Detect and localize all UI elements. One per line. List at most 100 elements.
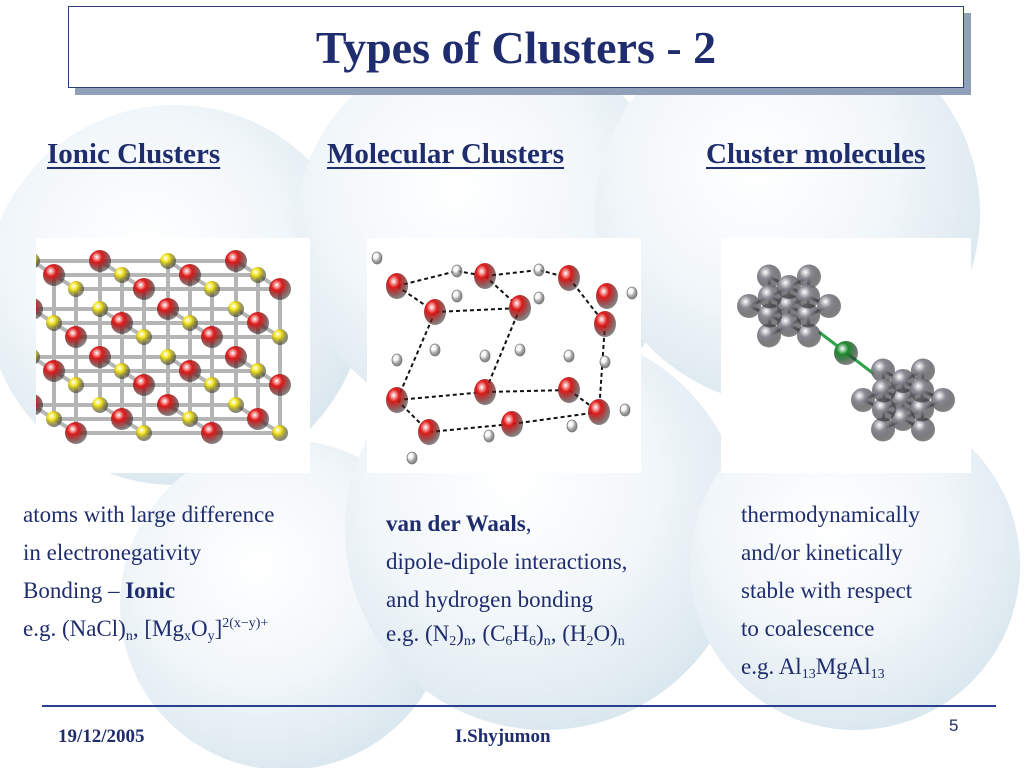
ionic-example-line: e.g. (NaCl)n, [MgxOy]2(x−y)+ — [23, 610, 274, 648]
sodium-atom — [46, 411, 62, 427]
sodium-atom — [204, 281, 220, 297]
eg-text: , (H — [550, 621, 587, 646]
hydrogen-atom — [599, 355, 611, 369]
chloride-atom — [157, 394, 179, 416]
ionic-line-1: atoms with large difference — [23, 502, 275, 527]
hydrogen-atom — [429, 343, 441, 357]
molecular-example-line: e.g. (N2)n, (C6H6)n, (H2O)n — [386, 615, 627, 653]
aluminium-atom — [777, 275, 801, 299]
hydrogen-bond — [511, 411, 600, 425]
aluminium-atom — [891, 407, 915, 431]
ionic-bonding-line: Bonding – Ionic — [23, 572, 274, 610]
sodium-atom — [68, 281, 84, 297]
hydrogen-bond — [396, 311, 436, 401]
al13mgal13-image — [721, 238, 971, 473]
bonding-type: Ionic — [125, 578, 176, 603]
hydrogen-atom — [391, 353, 403, 367]
chloride-atom — [225, 346, 247, 368]
hydrogen-atom — [533, 263, 545, 277]
ionic-line-2: in electronegativity — [23, 540, 202, 565]
hydrogen-atom — [451, 264, 463, 278]
sodium-atom — [114, 267, 130, 283]
chloride-atom — [89, 250, 111, 272]
oxygen-atom — [558, 377, 580, 403]
hydrogen-atom — [626, 286, 638, 300]
eg-superscript: 2(x−y)+ — [222, 616, 269, 631]
hydrogen-bond — [598, 323, 606, 413]
sodium-atom — [250, 363, 266, 379]
molecular-description: van der Waals, dipole-dipole interaction… — [386, 505, 627, 653]
chloride-atom — [65, 422, 87, 444]
aluminium-atom — [757, 303, 782, 328]
eg-subscript: n — [543, 634, 551, 649]
molecular-line-2: dipole-dipole interactions, — [386, 549, 628, 574]
eg-text: , [Mg — [132, 616, 184, 641]
chloride-atom — [43, 264, 65, 286]
hydrogen-atom — [619, 403, 631, 417]
oxygen-atom — [424, 299, 446, 325]
cluster-line-3: stable with respect — [741, 578, 913, 603]
eg-text: ) — [536, 621, 544, 646]
eg-subscript: 6 — [529, 634, 537, 649]
oxygen-atom — [558, 265, 580, 291]
oxygen-atom — [501, 411, 523, 437]
chloride-atom — [65, 326, 87, 348]
aluminium-atom — [931, 388, 955, 412]
magnesium-atom — [834, 341, 858, 365]
hydrogen-atom — [514, 343, 526, 357]
oxygen-atom — [596, 283, 618, 309]
chloride-atom — [269, 374, 291, 396]
sodium-atom — [228, 301, 244, 317]
hydrogen-atom — [406, 451, 418, 465]
eg-text: e.g. (NaCl) — [23, 616, 126, 641]
aluminium-atom — [911, 358, 935, 383]
aluminium-atom — [757, 323, 781, 348]
sodium-atom — [204, 377, 220, 393]
aluminium-atom — [871, 358, 895, 383]
hydrogen-atom — [371, 251, 383, 265]
chloride-atom — [201, 422, 223, 444]
aluminium-atom — [911, 417, 935, 442]
chloride-atom — [111, 312, 133, 334]
sodium-atom — [114, 363, 130, 379]
chloride-atom — [247, 408, 269, 430]
water-cluster-illustration — [371, 251, 638, 465]
sodium-atom — [272, 425, 288, 441]
eg-text: e.g. (N — [386, 621, 450, 646]
sodium-atom — [272, 329, 288, 345]
sodium-atom — [182, 411, 198, 427]
sodium-atom — [92, 301, 108, 317]
sodium-atom — [136, 425, 152, 441]
chloride-atom — [179, 264, 201, 286]
hydrogen-atom — [563, 349, 575, 363]
footer-author: I.Shyjumon — [455, 726, 551, 747]
ionic-description: atoms with large difference in electrone… — [23, 496, 274, 648]
slide-title: Types of Clusters - 2 — [315, 21, 717, 73]
sodium-atom — [92, 397, 108, 413]
oxygen-atom — [386, 273, 408, 299]
chloride-atom — [269, 278, 291, 300]
hydrogen-bond — [484, 389, 570, 393]
eg-subscript: 13 — [870, 667, 885, 682]
chloride-atom — [89, 346, 111, 368]
aluminium-atom — [797, 323, 821, 348]
hydrogen-bond — [434, 307, 521, 313]
oxygen-atom — [418, 419, 440, 445]
chloride-atom — [133, 278, 155, 300]
heading-cluster-molecules: Cluster molecules — [706, 138, 926, 170]
chloride-atom — [225, 250, 247, 272]
aluminium-atom — [910, 378, 935, 403]
aluminium-atom — [797, 264, 821, 289]
hydrogen-bond — [538, 269, 570, 279]
eg-subscript: x — [183, 629, 191, 644]
sodium-atom — [46, 315, 62, 331]
nacl-lattice-illustration — [21, 250, 291, 444]
cluster-molecules-description: thermodynamically and/or kinetically sta… — [741, 496, 920, 686]
eg-text: ] — [214, 616, 223, 641]
heading-molecular-clusters: Molecular Clusters — [327, 138, 565, 170]
eg-subscript: n — [125, 629, 133, 644]
cluster-line-2: and/or kinetically — [741, 540, 903, 565]
sodium-atom — [250, 267, 266, 283]
eg-subscript: 6 — [505, 634, 513, 649]
